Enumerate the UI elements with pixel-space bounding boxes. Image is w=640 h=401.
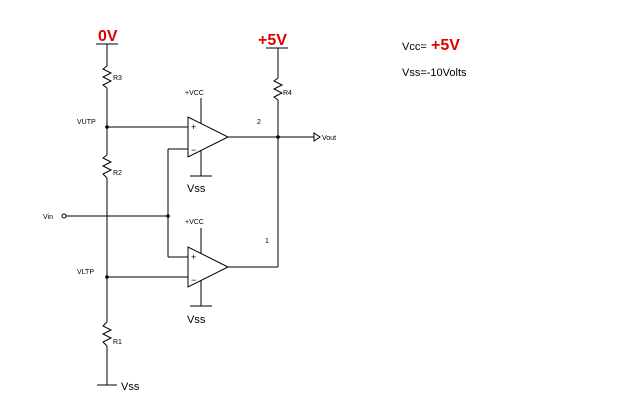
vss-note: Vss=-10Volts [402,67,467,79]
pin2-label: 2 [257,119,261,126]
node-vin [166,214,170,218]
vin-terminal [61,213,67,219]
vss-lower-label: Vss [187,314,206,326]
r4-label: R4 [283,90,292,97]
upper-minus-sign: − [191,145,196,155]
vcc-lower-label: +VCC [185,219,204,226]
resistor-r2 [101,154,113,179]
vss-upper-label: Vss [187,183,206,195]
vltp-label: VLTP [77,269,94,276]
vss-bottom-label: Vss [121,381,140,393]
resistor-r4 [272,77,284,101]
vcc-note-prefix: Vcc= [402,41,427,53]
r2-label: R2 [113,170,122,177]
vout-arrow [313,132,321,142]
lower-plus-sign: + [191,252,196,262]
resistor-r3 [101,65,113,89]
vout-label: Vout [322,135,336,142]
left-ladder [96,43,118,386]
opamp-lower [187,228,230,307]
r1-label: R1 [113,339,122,346]
upper-plus-sign: + [191,122,196,132]
supply-0v-label: 0V [98,28,118,45]
opamp-upper [187,98,230,177]
pin1-label: 1 [265,238,269,245]
resistor-r1 [101,321,113,347]
supply-plus5v-label: +5V [258,32,287,49]
opamp-upper-triangle [187,116,230,158]
vcc-upper-label: +VCC [185,90,204,97]
lower-minus-sign: − [191,275,196,285]
opamp-lower-triangle [187,246,230,288]
vin-label: Vin [43,214,53,221]
vutp-label: VUTP [77,119,96,126]
vcc-note-value: +5V [431,37,460,54]
r3-label: R3 [113,75,122,82]
